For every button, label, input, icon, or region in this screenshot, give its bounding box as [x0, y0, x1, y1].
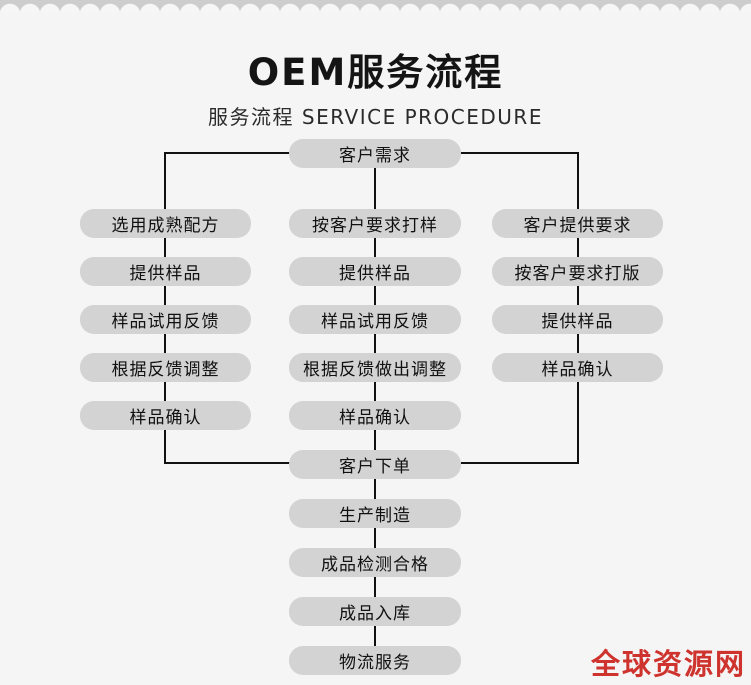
node-left-provide-sample: 提供样品	[80, 257, 251, 286]
node-customer-order: 客户下单	[289, 450, 461, 479]
node-sample-per-customer-request: 按客户要求打样	[289, 209, 461, 238]
torn-paper-edge	[0, 0, 751, 13]
node-left-sample-confirm: 样品确认	[80, 401, 251, 430]
node-customer-need: 客户需求	[289, 139, 461, 168]
page-title: OEM服务流程	[247, 51, 504, 94]
node-finished-inspection: 成品检测合格	[289, 548, 461, 577]
node-select-mature-formula: 选用成熟配方	[80, 209, 251, 238]
page-subtitle: 服务流程 SERVICE PROCEDURE	[208, 105, 543, 129]
node-mid-sample-feedback: 样品试用反馈	[289, 305, 461, 334]
node-logistics-service: 物流服务	[289, 646, 461, 675]
connector-top-left-horizontal	[164, 152, 290, 154]
node-plate-per-customer-request: 按客户要求打版	[492, 257, 663, 286]
node-right-provide-sample: 提供样品	[492, 305, 663, 334]
node-mid-provide-sample: 提供样品	[289, 257, 461, 286]
node-mid-sample-confirm: 样品确认	[289, 401, 461, 430]
node-right-sample-confirm: 样品确认	[492, 353, 663, 382]
node-production: 生产制造	[289, 499, 461, 528]
node-customer-provides-request: 客户提供要求	[492, 209, 663, 238]
node-left-sample-feedback: 样品试用反馈	[80, 305, 251, 334]
connector-bottom-left-horizontal	[164, 462, 290, 464]
site-watermark: 全球资源网	[590, 647, 746, 681]
node-mid-adjust-by-feedback: 根据反馈做出调整	[289, 353, 461, 382]
node-left-adjust-by-feedback: 根据反馈调整	[80, 353, 251, 382]
connector-top-right-horizontal	[461, 152, 579, 154]
node-warehouse-storage: 成品入库	[289, 597, 461, 626]
connector-bottom-right-horizontal	[461, 462, 579, 464]
